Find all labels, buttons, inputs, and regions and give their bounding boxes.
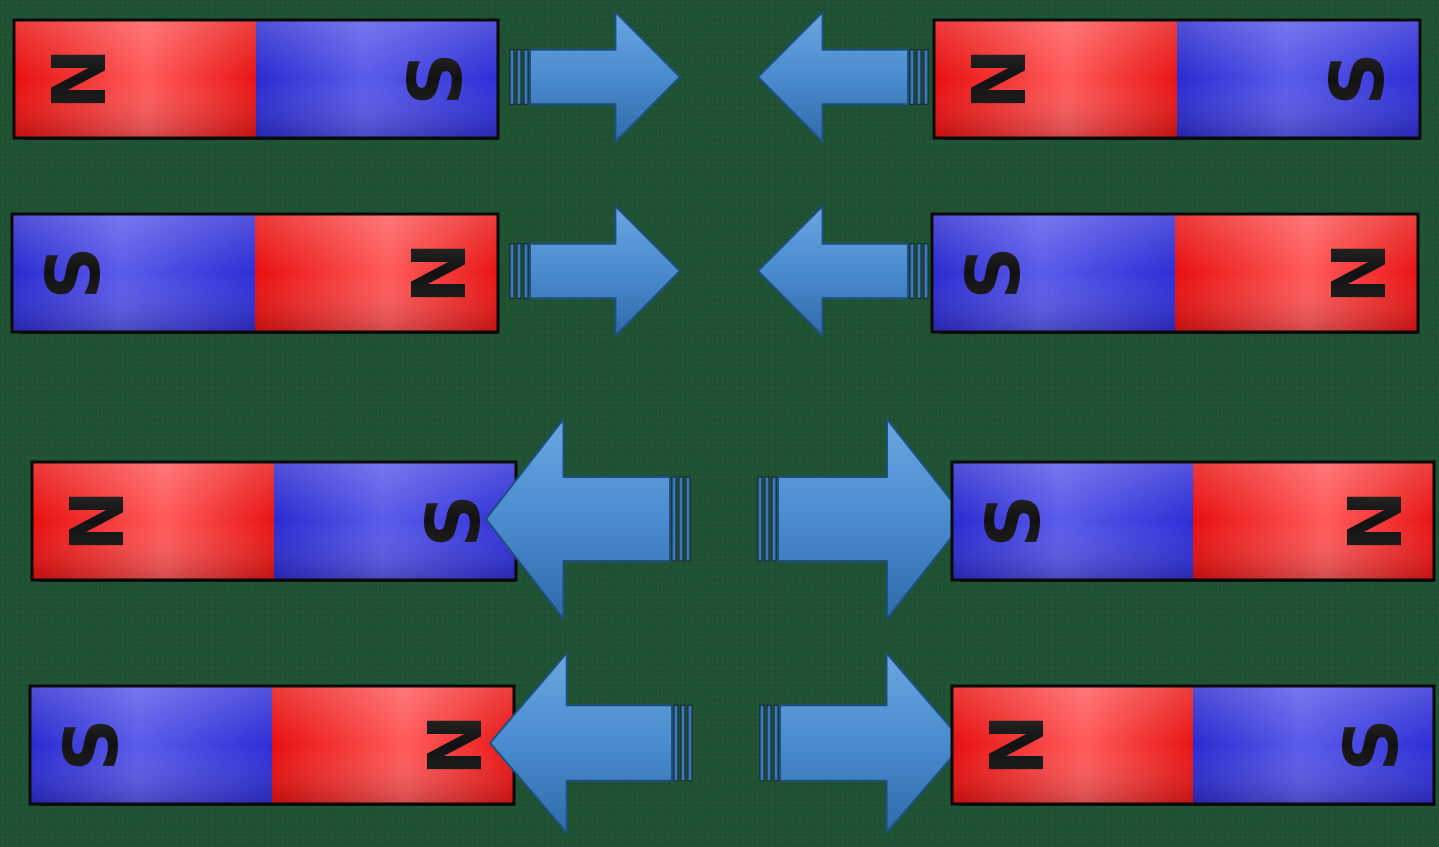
arrow-stripe	[510, 244, 514, 299]
magnet-left: NS	[14, 20, 498, 140]
arrow-stripe	[524, 244, 528, 299]
arrow-right-icon	[778, 419, 966, 619]
arrow-stripe	[679, 477, 683, 561]
arrow-stripe	[524, 50, 528, 105]
arrow-stripe	[910, 244, 914, 299]
arrow-stripe	[672, 477, 676, 561]
magnet-gloss	[952, 462, 1434, 580]
magnet-left: SN	[30, 686, 514, 806]
magnet-gloss	[952, 686, 1434, 804]
arrow-stripe	[917, 244, 921, 299]
magnet-right: SN	[932, 214, 1418, 334]
arrow-stripe	[767, 705, 771, 781]
arrow-stripe	[510, 50, 514, 105]
magnet-gloss	[32, 462, 516, 580]
arrow-stripe	[681, 705, 685, 781]
arrow-stripe	[517, 50, 521, 105]
row-repel-2: SN NS	[30, 653, 1434, 833]
arrow-stripe	[917, 50, 921, 105]
arrow-left-icon	[486, 419, 670, 619]
magnet-gloss	[934, 20, 1420, 138]
arrow-left	[486, 419, 690, 619]
arrow-stripe	[924, 244, 928, 299]
magnet-left: NS	[32, 462, 516, 582]
arrow-left-icon	[758, 206, 908, 336]
arrow-right	[758, 419, 966, 619]
arrow-left	[510, 206, 680, 336]
arrow-stripe	[686, 477, 690, 561]
arrow-stripe	[765, 477, 769, 561]
row-attract-1: NS NS	[14, 12, 1420, 142]
arrow-right	[758, 12, 928, 142]
arrow-stripe	[910, 50, 914, 105]
arrow-left	[510, 12, 680, 142]
arrow-right-icon	[530, 12, 680, 142]
magnet-gloss	[12, 214, 498, 332]
magnet-gloss	[932, 214, 1418, 332]
magnet-gloss	[30, 686, 514, 804]
arrow-stripe	[924, 50, 928, 105]
arrow-stripe	[758, 477, 762, 561]
arrow-stripe	[774, 705, 778, 781]
magnet-left: SN	[12, 214, 498, 334]
arrow-stripe	[688, 705, 692, 781]
magnet-gloss	[14, 20, 498, 138]
arrow-stripe	[760, 705, 764, 781]
row-attract-2: SN SN	[12, 206, 1418, 336]
arrow-right	[760, 653, 964, 833]
magnet-right: NS	[934, 20, 1420, 140]
magnet-right: NS	[952, 686, 1434, 806]
arrow-stripe	[674, 705, 678, 781]
magnet-right: SN	[952, 462, 1434, 582]
arrow-left-icon	[758, 12, 908, 142]
arrow-right	[758, 206, 928, 336]
arrow-stripe	[517, 244, 521, 299]
arrow-right-icon	[530, 206, 680, 336]
arrow-right-icon	[780, 653, 964, 833]
arrow-left	[490, 653, 692, 833]
arrow-stripe	[772, 477, 776, 561]
arrow-left-icon	[490, 653, 672, 833]
row-repel-1: NS SN	[32, 419, 1434, 619]
